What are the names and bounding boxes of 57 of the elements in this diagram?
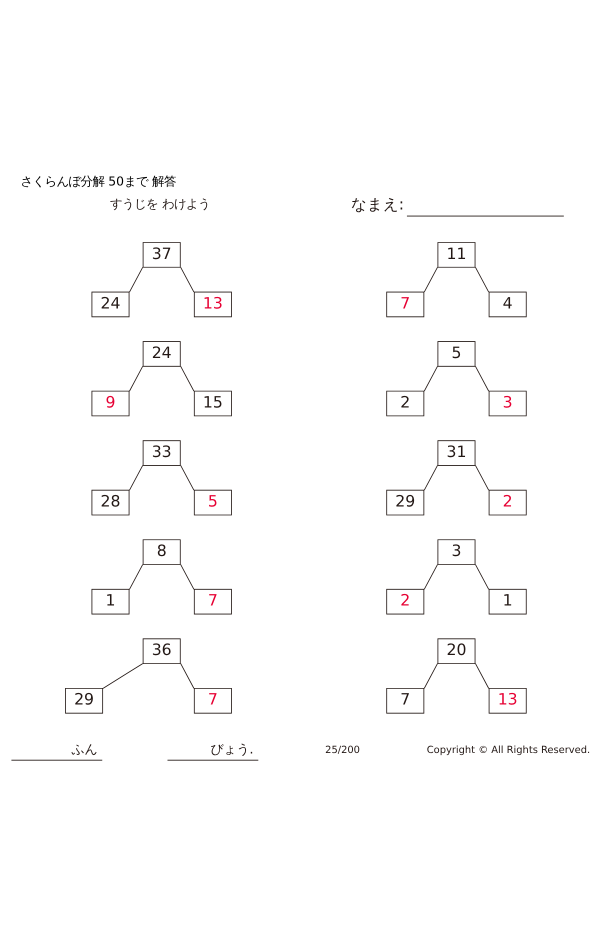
connector xyxy=(102,663,144,689)
node-box: 11 xyxy=(437,242,476,268)
node-box: 37 xyxy=(142,242,181,268)
label: すうじを わけよう xyxy=(110,197,210,212)
node-box: 15 xyxy=(194,390,232,416)
node-box: 2 xyxy=(386,588,424,614)
connector xyxy=(475,564,490,590)
connector xyxy=(475,266,490,292)
connector xyxy=(180,663,194,689)
node-box: 8 xyxy=(142,539,181,565)
node-box: 2 xyxy=(386,390,424,416)
label: Copyright © All Rights Reserved. xyxy=(426,744,590,756)
node-box: 4 xyxy=(488,292,527,318)
node-box: 24 xyxy=(142,341,181,367)
node-box: 7 xyxy=(386,688,424,714)
node-box: 1 xyxy=(92,588,130,614)
connector xyxy=(424,266,438,292)
connector xyxy=(180,465,194,491)
node-box: 5 xyxy=(437,341,476,367)
connector xyxy=(424,366,438,392)
connector xyxy=(424,564,438,590)
label: なまえ: xyxy=(350,194,404,214)
connector xyxy=(129,266,144,292)
node-box: 33 xyxy=(142,440,181,466)
node-box: 31 xyxy=(437,440,476,466)
label: 25/200 xyxy=(325,744,360,756)
node-box: 3 xyxy=(437,539,476,565)
node-box: 13 xyxy=(488,688,527,714)
node-box: 13 xyxy=(194,292,232,318)
node-box: 29 xyxy=(386,490,424,516)
connector xyxy=(129,465,144,491)
node-box: 2 xyxy=(488,490,527,516)
label: びょう. xyxy=(210,742,254,758)
connector xyxy=(129,366,144,392)
connector xyxy=(424,663,438,689)
node-box: 5 xyxy=(194,490,232,516)
node-box: 29 xyxy=(65,688,104,714)
connector xyxy=(180,366,194,392)
connector xyxy=(475,465,490,491)
label: ふん xyxy=(72,742,98,758)
connector xyxy=(475,366,490,392)
node-box: 7 xyxy=(194,588,232,614)
node-box: 3 xyxy=(488,390,527,416)
connector xyxy=(180,266,194,292)
connector xyxy=(424,465,438,491)
node-box: 20 xyxy=(437,638,476,664)
node-box: 7 xyxy=(386,292,424,318)
diagram-title: さくらんぼ分解 50まで 解答 xyxy=(20,174,176,189)
node-box: 24 xyxy=(92,292,130,318)
connector xyxy=(129,564,144,590)
node-box: 28 xyxy=(92,490,130,516)
connector xyxy=(180,564,194,590)
node-box: 36 xyxy=(142,638,181,664)
node-box: 1 xyxy=(488,588,527,614)
connector xyxy=(475,663,490,689)
node-box: 7 xyxy=(194,688,232,714)
node-box: 9 xyxy=(92,390,130,416)
